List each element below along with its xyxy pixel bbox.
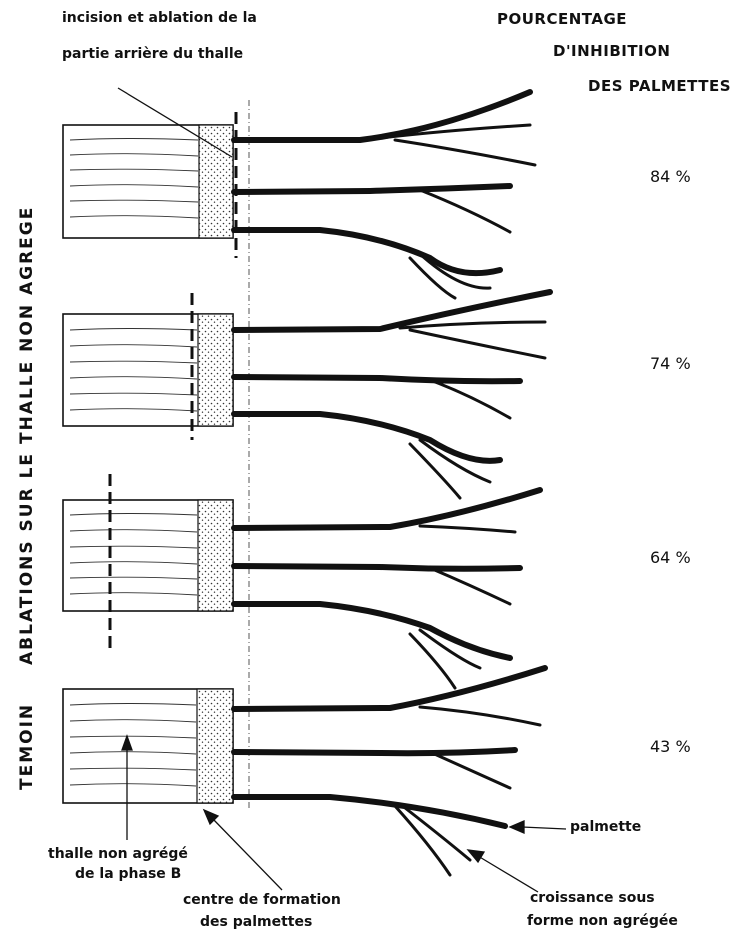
percentage-row-2: 74 % (650, 354, 691, 373)
thalle-label-line2: de la phase B (75, 866, 181, 882)
arrow-head (510, 821, 524, 833)
palmette-pointer (522, 827, 566, 829)
thalle-label-line1: thalle non agrégé (48, 846, 188, 862)
centre-label-line1: centre de formation (183, 892, 341, 908)
palmette-formation-center (198, 314, 233, 426)
palmette-formation-center (199, 125, 233, 238)
header-line1: POURCENTAGE (497, 10, 627, 28)
header-line2: D'INHIBITION (553, 42, 670, 60)
incision-label-line1: incision et ablation de la (62, 10, 257, 26)
centre-pointer (212, 818, 282, 890)
temoin-side-label: TEMOIN (17, 703, 37, 790)
filaments (234, 490, 540, 688)
incision-label-line2: partie arrière du thalle (62, 46, 243, 62)
ablations-side-label: ABLATIONS SUR LE THALLE NON AGREGE (17, 206, 37, 665)
croissance-label-line1: croissance sous (530, 890, 655, 906)
experiment-row-1 (63, 92, 535, 298)
filaments (234, 668, 545, 875)
percentage-row-4: 43 % (650, 737, 691, 756)
percentage-row-3: 64 % (650, 548, 691, 567)
header-line3: DES PALMETTES (588, 77, 731, 95)
palmette-formation-center (198, 500, 233, 611)
filaments (234, 292, 550, 498)
experiment-row-2 (63, 292, 550, 498)
croissance-label-line2: forme non agrégée (527, 913, 678, 929)
palmette-formation-center (197, 689, 233, 803)
experiment-row-4 (63, 668, 545, 875)
percentage-row-1: 84 % (650, 167, 691, 186)
croissance-pointer (478, 856, 538, 892)
experiment-row-3 (63, 474, 540, 688)
palmette-label: palmette (570, 819, 641, 835)
centre-label-line2: des palmettes (200, 914, 312, 930)
filaments (234, 92, 535, 298)
